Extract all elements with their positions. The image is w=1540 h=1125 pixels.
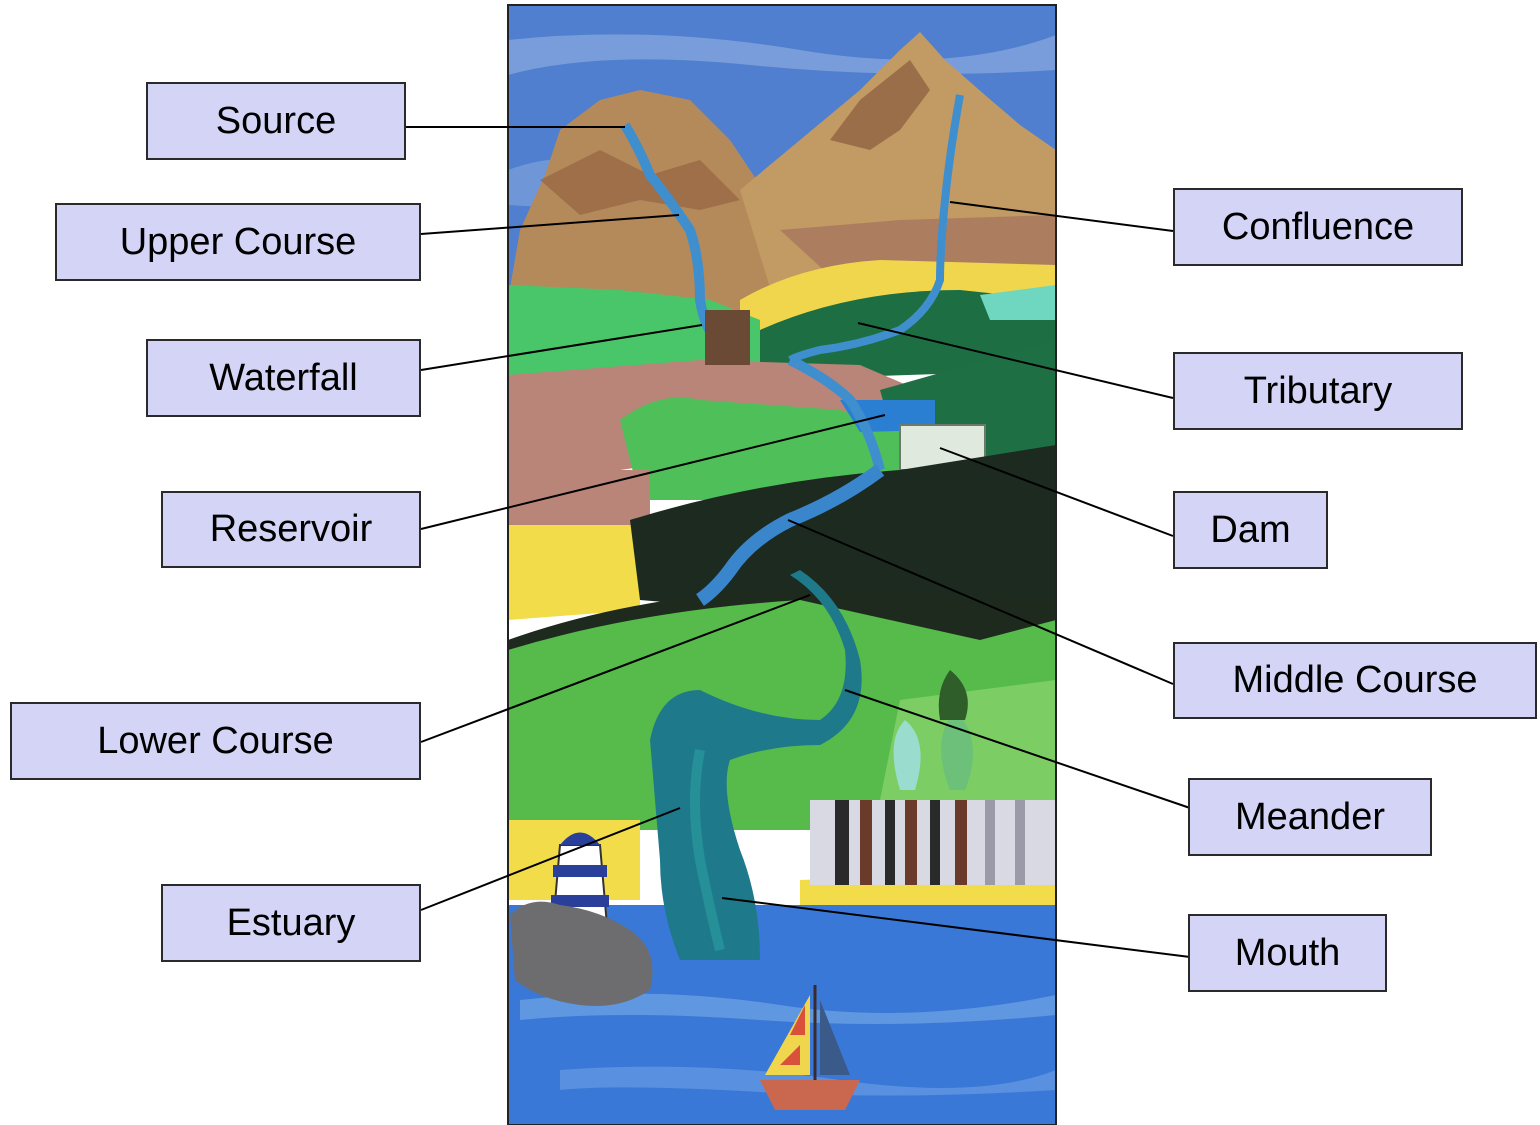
- brown-band: [508, 470, 650, 525]
- river-tributary: [788, 94, 964, 364]
- source-label: Source: [146, 82, 406, 160]
- tributary-label: Tributary: [1173, 352, 1463, 430]
- teal-hill: [980, 285, 1056, 320]
- middle-course-label: Middle Course: [1173, 642, 1537, 719]
- mountain-shading: [830, 60, 930, 150]
- river-lower-texture: [690, 749, 725, 952]
- meander-label: Meander: [1188, 778, 1432, 856]
- sailboat: [760, 985, 860, 1110]
- sea-highlight: [520, 993, 1056, 1024]
- waterfall-label: Waterfall: [146, 339, 421, 417]
- estuary-label: Estuary: [161, 884, 421, 962]
- confluence-label: Confluence: [1173, 188, 1463, 266]
- river-upper: [620, 122, 724, 349]
- mouth-label: Mouth: [1188, 914, 1387, 992]
- mountain-shading: [540, 150, 740, 215]
- yellow-band-left: [508, 520, 640, 620]
- town-buildings: [810, 800, 1055, 885]
- upper-course-label: Upper Course: [55, 203, 421, 281]
- lower-course-label: Lower Course: [10, 702, 421, 780]
- dam-label: Dam: [1173, 491, 1328, 569]
- rocks: [510, 901, 653, 1006]
- reservoir-label: Reservoir: [161, 491, 421, 568]
- river-waterfall: [705, 310, 750, 365]
- collage-panel: [508, 5, 1056, 1125]
